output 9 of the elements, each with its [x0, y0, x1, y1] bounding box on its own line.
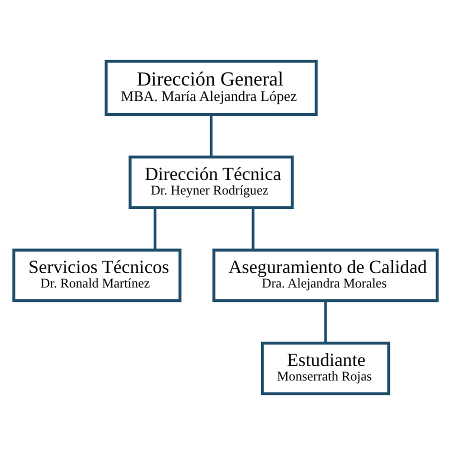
connector: [324, 300, 327, 343]
connector: [210, 114, 213, 156]
connector: [154, 207, 156, 250]
connector: [252, 207, 254, 250]
node-box: Aseguramiento de Calidad Dra. Alejandra Morales: [212, 248, 439, 302]
node-box: Dirección Técnica Dr. Heyner Rodríguez: [128, 155, 294, 209]
node-box: Estudiante Monserrath Rojas: [260, 341, 390, 395]
node-box: Servicios Técnicos Dr. Ronald Martínez: [12, 248, 182, 302]
node-box: Dirección General MBA. María Alejandra López: [104, 59, 318, 116]
